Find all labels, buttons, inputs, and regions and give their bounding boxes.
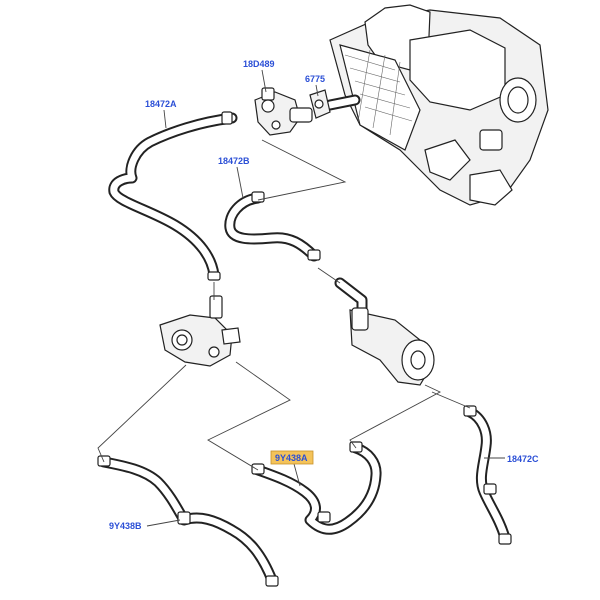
hose-9y438a — [251, 441, 382, 535]
hose-18472a — [108, 111, 238, 281]
hvac-heater-unit — [329, 4, 549, 206]
label-18d489: 18D489 — [243, 59, 275, 69]
valve-18d489 — [254, 87, 313, 136]
label-6775: 6775 — [305, 74, 325, 84]
part-labels: 18D489 6775 18472A 18472B 18472C 9Y438A … — [109, 59, 539, 531]
label-9y438a: 9Y438A — [275, 453, 308, 463]
label-9y438b: 9Y438B — [109, 521, 142, 531]
label-18472b: 18472B — [218, 156, 250, 166]
label-18472c: 18472C — [507, 454, 539, 464]
hose-9y438b — [97, 455, 279, 587]
hose-18472c — [463, 405, 512, 545]
coolant-pump-assembly — [349, 307, 435, 386]
flange-6775 — [309, 89, 331, 119]
leader-lines — [97, 69, 505, 527]
label-18472a: 18472A — [145, 99, 177, 109]
thermostat-housing — [159, 295, 241, 367]
hose-18472b — [224, 191, 321, 262]
highlight-9y438a — [270, 450, 314, 465]
